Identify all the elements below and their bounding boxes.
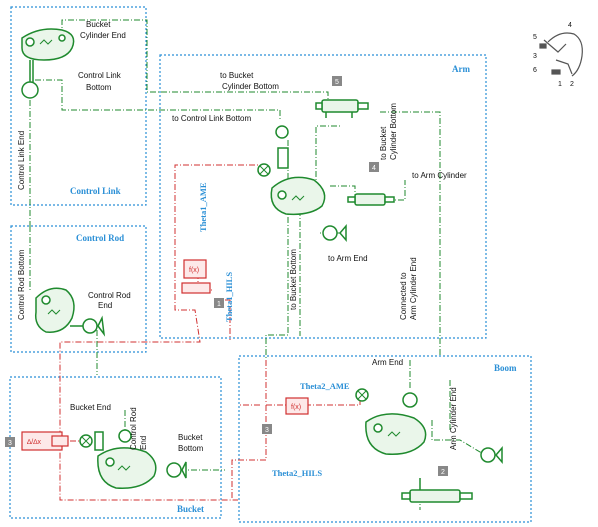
label-theta1-hils: Theta1_HILS (224, 272, 234, 322)
label-bucket-cyl-end-1: Bucket (86, 20, 111, 29)
label-theta2-ame: Theta2_AME (300, 381, 350, 391)
thumb-num-1: 1 (558, 81, 562, 88)
label-theta1-ame: Theta1_AME (198, 182, 208, 232)
label-control-rod-end-1: Control Rod (88, 291, 131, 300)
control-rod-body (34, 287, 106, 337)
label-connected-to-1: Connected to (399, 272, 408, 320)
control-rod-block (10, 225, 147, 353)
bucket-body (79, 429, 187, 489)
label-control-link-bottom-1: Control Link (78, 71, 122, 80)
boom-body (355, 388, 503, 465)
svg-text:f(x): f(x) (291, 404, 301, 411)
label-to-arm-cylinder: to Arm Cylinder (412, 171, 467, 180)
label-to-arm-end: to Arm End (328, 254, 368, 263)
thumb-num-3: 3 (533, 53, 537, 60)
label-bucket-end: Bucket End (70, 403, 111, 412)
arm-cylinder-5 (315, 99, 369, 118)
marker-5: 5 (335, 79, 339, 86)
label-connected-to-2: Arm Cylinder End (409, 257, 418, 320)
boom-signal-block: f(x) (285, 397, 309, 415)
boom-cylinder-2 (401, 478, 473, 503)
bucket-title: Bucket (177, 504, 204, 514)
thumb-num-5: 5 (533, 34, 537, 41)
arm-title: Arm (452, 64, 470, 74)
boom-title: Boom (494, 363, 517, 373)
label-to-bucket-cyl-bottom-1: to Bucket (220, 71, 254, 80)
marker-3: 3 (265, 427, 269, 434)
label-arm-end: Arm End (372, 358, 403, 367)
label-arm-cylinder-end: Arm Cylinder End (449, 387, 458, 450)
label-control-rod-bottom: Control Rod Bottom (17, 249, 26, 320)
label-bucket-cyl-end-2: Cylinder End (80, 31, 126, 40)
thumb-num-4: 4 (568, 22, 572, 29)
label-control-link-bottom-2: Bottom (86, 83, 112, 92)
marker-1: 1 (217, 301, 221, 308)
arm-body (257, 125, 347, 243)
svg-text:f(x): f(x) (189, 267, 199, 274)
label-theta2-hils: Theta2_HILS (272, 468, 322, 478)
arm-cylinder-4 (347, 193, 395, 206)
boom-block (238, 355, 532, 523)
label-to-bucket-cyl-bottom-2: Cylinder Bottom (222, 82, 279, 91)
label-to-control-link-bottom: to Control Link Bottom (172, 114, 251, 123)
marker-2: 2 (441, 469, 445, 476)
arm-signal-block: f(x) (181, 259, 211, 294)
bucket-block (9, 376, 222, 519)
bucket-signal-block: ∆/∆x (21, 431, 69, 451)
label-bucket-control-rod-end-2: End (139, 436, 148, 450)
mechanical-links (29, 19, 486, 510)
svg-text:∆/∆x: ∆/∆x (27, 439, 42, 446)
thumb-num-6: 6 (533, 67, 537, 74)
label-to-bucket-cyl-bottom-v2: Cylinder Bottom (389, 103, 398, 160)
label-bucket-control-rod-end-1: Control Rod (129, 407, 138, 450)
marker-in: 3 (8, 440, 12, 447)
arm-block (159, 54, 487, 339)
control-link-title: Control Link (70, 186, 121, 196)
thumb-num-2: 2 (570, 81, 574, 88)
label-control-rod-end-2: End (98, 301, 112, 310)
markers: 5 4 1 3 3 2 (5, 76, 448, 476)
marker-4: 4 (372, 165, 376, 172)
control-link-block (10, 6, 147, 206)
label-to-bucket-cyl-bottom-v1: to Bucket (379, 126, 388, 160)
control-link-body (21, 28, 75, 99)
label-to-bucket-bottom: to Bucket Bottom (289, 249, 298, 310)
label-bucket-bottom-2: Bottom (178, 444, 204, 453)
excavator-thumbnail: 4 5 3 6 1 2 (533, 22, 583, 88)
control-rod-title: Control Rod (76, 233, 124, 243)
label-bucket-bottom-1: Bucket (178, 433, 203, 442)
label-control-link-end: Control Link End (17, 131, 26, 190)
